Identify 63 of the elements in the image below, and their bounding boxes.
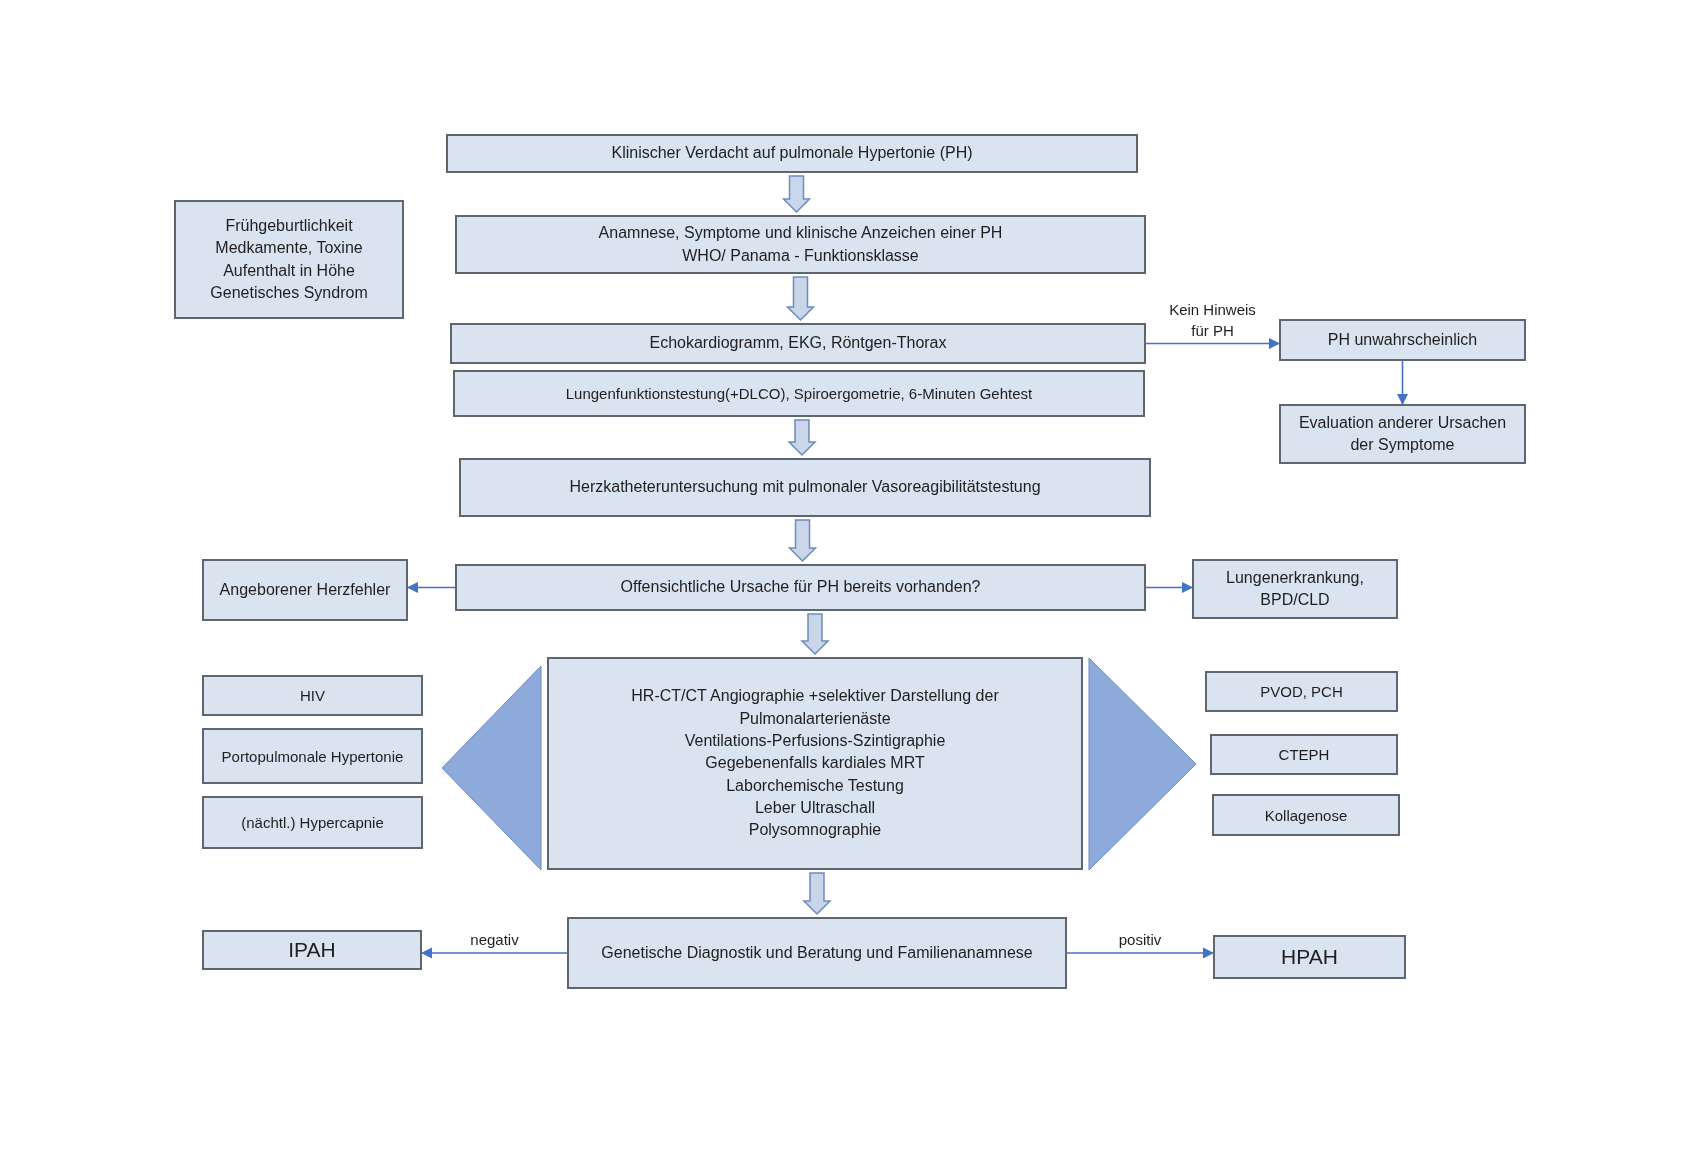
box-text: Genetisches Syndrom bbox=[210, 282, 368, 303]
box-text: Herzkatheteruntersuchung mit pulmonaler Vasoreagibilitätstestung bbox=[569, 477, 1041, 498]
process-box bbox=[202, 930, 422, 970]
box-text: Genetische Diagnostik und Beratung und Familienanamnese bbox=[601, 942, 1033, 963]
process-box bbox=[202, 796, 423, 849]
process-box bbox=[459, 458, 1151, 517]
box-text: Laborchemische Testung bbox=[726, 775, 904, 796]
box-text: CTEPH bbox=[1278, 745, 1330, 765]
arrow bbox=[1145, 581, 1194, 594]
process-box bbox=[1212, 794, 1400, 836]
process-box bbox=[174, 200, 404, 319]
process-box bbox=[202, 728, 423, 784]
box-text: PH unwahrscheinlich bbox=[1327, 329, 1478, 350]
process-box bbox=[547, 657, 1083, 870]
box-text: Lungenfunktionstestung(+DLCO), Spiroergometrie, 6-Minuten Gehtest bbox=[565, 384, 1033, 404]
arrow bbox=[1145, 337, 1281, 350]
box-text: Anamnese, Symptome und klinische Anzeichen einer PH bbox=[598, 223, 1003, 244]
box-text: WHO/ Panama - Funktionsklasse bbox=[682, 245, 919, 266]
pointer-triangle bbox=[441, 665, 542, 871]
process-box bbox=[1279, 319, 1526, 361]
box-text: Ventilations-Perfusions-Szintigraphie bbox=[684, 730, 946, 751]
box-text: PVOD, PCH bbox=[1260, 682, 1343, 702]
box-text: HPAH bbox=[1281, 944, 1338, 971]
box-text: Leber Ultraschall bbox=[754, 798, 876, 819]
block-arrow bbox=[800, 613, 830, 656]
block-arrow bbox=[781, 175, 812, 214]
process-box bbox=[450, 323, 1146, 364]
box-text: (nächtl.) Hypercapnie bbox=[241, 813, 384, 833]
process-box bbox=[1279, 404, 1526, 464]
box-text: HIV bbox=[300, 686, 325, 706]
process-box bbox=[455, 215, 1146, 274]
box-text: Lungenerkrankung, BPD/CLD bbox=[1225, 567, 1365, 610]
arrow bbox=[1396, 360, 1409, 406]
box-text: Angeborener Herzfehler bbox=[219, 579, 391, 600]
box-text: HR-CT/CT Angiographie +selektiver Darstellung der Pulmonalarterienäste bbox=[630, 686, 1000, 729]
process-box bbox=[455, 564, 1146, 611]
process-box bbox=[1192, 559, 1398, 619]
box-text: Frühgeburtlichkeit bbox=[225, 215, 353, 236]
box-text: IPAH bbox=[288, 937, 336, 964]
block-arrow bbox=[787, 519, 818, 563]
process-box bbox=[202, 559, 408, 621]
box-text: Gegebenenfalls kardiales MRT bbox=[705, 753, 925, 774]
process-box bbox=[1213, 935, 1406, 979]
box-text: Klinischer Verdacht auf pulmonale Hypertonie (PH) bbox=[611, 143, 973, 164]
process-box bbox=[202, 675, 423, 716]
box-text: Polysomnographie bbox=[748, 820, 882, 841]
block-arrow bbox=[785, 276, 816, 322]
box-text: Echokardiogramm, EKG, Röntgen-Thorax bbox=[649, 333, 947, 354]
block-arrow bbox=[802, 872, 832, 916]
box-text: Portopulmonale Hypertonie bbox=[221, 746, 404, 767]
process-box bbox=[567, 917, 1067, 989]
process-box bbox=[446, 134, 1138, 173]
box-text: Evaluation anderer Ursachen der Symptome bbox=[1297, 412, 1508, 455]
process-box bbox=[453, 370, 1145, 417]
process-box bbox=[1210, 734, 1398, 775]
box-text: Aufenthalt in Höhe bbox=[223, 260, 355, 281]
arrow bbox=[1066, 947, 1215, 959]
pointer-triangle bbox=[1088, 657, 1197, 871]
block-arrow bbox=[787, 419, 817, 457]
box-text: Offensichtliche Ursache für PH bereits vorhanden? bbox=[620, 577, 981, 598]
box-text: Medkamente, Toxine bbox=[215, 238, 363, 259]
process-box bbox=[1205, 671, 1398, 712]
box-text: Kollagenose bbox=[1264, 805, 1348, 826]
